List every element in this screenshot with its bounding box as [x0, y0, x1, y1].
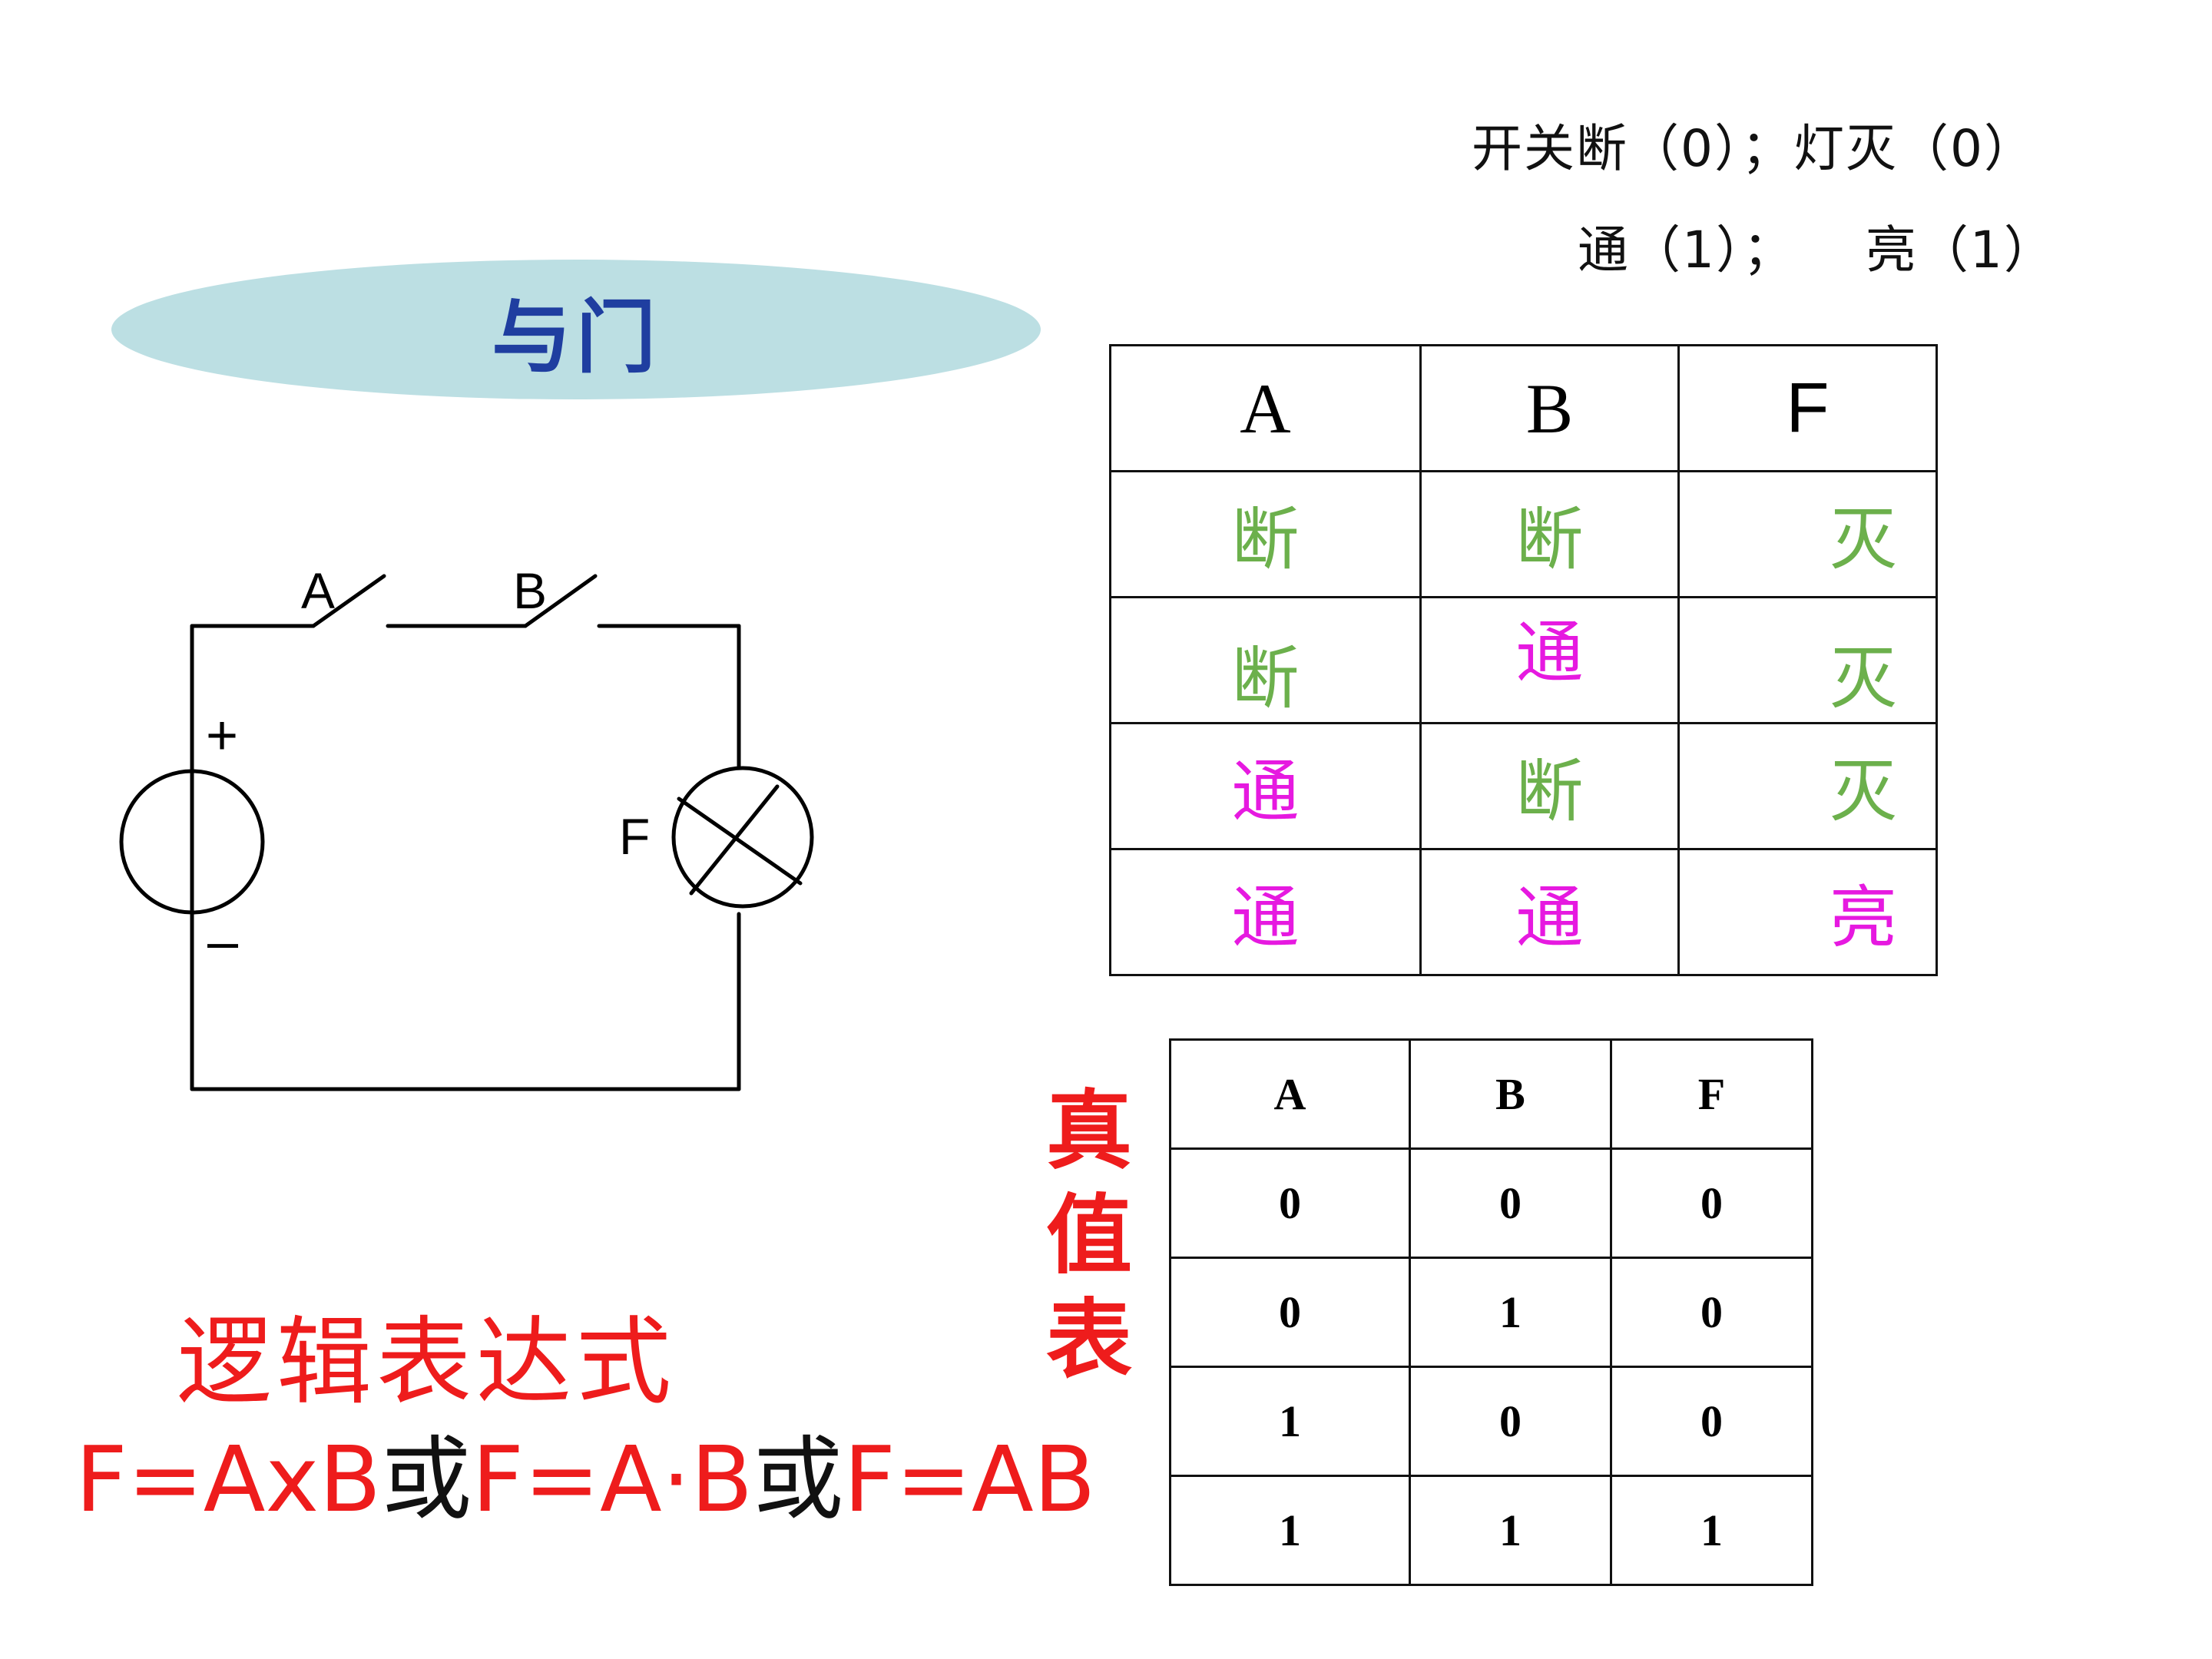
lamp-circle — [671, 766, 814, 909]
switch-a-label: A — [301, 562, 335, 619]
legend-line-1: 开关断（0）；灯灭（0） — [1472, 119, 2036, 178]
truth-header-f: F — [1610, 1038, 1813, 1150]
expression-or-1: 或 — [381, 1426, 472, 1532]
lamp-cross-1 — [677, 796, 803, 886]
legend-line-2: 通（1）； 亮（1） — [1578, 220, 2056, 280]
truth-cell: 0 — [1409, 1366, 1612, 1477]
truth-table-header: A B F — [1169, 1038, 1813, 1150]
truth-header-a: A — [1169, 1038, 1411, 1150]
truth-cell: 0 — [1169, 1147, 1411, 1259]
table-row: 0 1 0 — [1169, 1257, 1813, 1368]
expression-line: F=AxB或F=A·B或F=AB — [75, 1406, 1096, 1537]
state-header-b: B — [1419, 344, 1680, 472]
state-cell: 断 — [1109, 470, 1422, 598]
state-header-f: F — [1677, 344, 1938, 472]
state-cell: 通 — [1109, 848, 1422, 976]
state-cell: 通 — [1419, 848, 1680, 976]
truth-cell: 1 — [1169, 1366, 1411, 1477]
state-table: A B F 断 断 灭 断 通 灭 通 断 灭 通 通 亮 — [1109, 344, 1938, 976]
truth-cell: 0 — [1610, 1147, 1813, 1259]
table-row: 通 断 灭 — [1109, 722, 1938, 850]
switch-a-blade — [311, 574, 386, 628]
state-cell: 断 — [1419, 470, 1680, 598]
expression-part-2: F=A·B — [472, 1426, 753, 1532]
state-cell: 断 — [1109, 596, 1422, 724]
expression-part-3: F=AB — [843, 1426, 1096, 1532]
truth-cell: 0 — [1169, 1257, 1411, 1368]
truth-cell: 1 — [1169, 1475, 1411, 1586]
title-ellipse — [111, 260, 1041, 399]
state-table-header: A B F — [1109, 344, 1938, 472]
truth-cell: 0 — [1610, 1366, 1813, 1477]
switch-b-blade — [523, 574, 598, 628]
table-row: 1 0 0 — [1169, 1366, 1813, 1477]
state-cell: 断 — [1419, 722, 1680, 850]
expression-part-1: F=AxB — [75, 1426, 382, 1532]
table-row: 0 0 0 — [1169, 1147, 1813, 1259]
table-row: 1 1 1 — [1169, 1475, 1813, 1586]
truth-cell: 1 — [1610, 1475, 1813, 1586]
truth-table-label: 真 值 表 — [1043, 1079, 1135, 1392]
state-cell: 灭 — [1677, 470, 1938, 598]
state-cell: 通 — [1419, 596, 1680, 724]
expression-or-2: 或 — [753, 1426, 844, 1532]
state-cell: 亮 — [1677, 848, 1938, 976]
truth-cell: 1 — [1409, 1475, 1612, 1586]
expression-title: 逻辑表达式 — [177, 1307, 677, 1418]
lamp-cross-2 — [689, 784, 780, 896]
state-cell: 灭 — [1677, 722, 1938, 850]
table-row: 通 通 亮 — [1109, 848, 1938, 976]
page-title: 与门 — [491, 290, 661, 384]
truth-cell: 0 — [1409, 1147, 1612, 1259]
truth-label-char: 真 — [1046, 1081, 1132, 1181]
state-header-a: A — [1109, 344, 1422, 472]
truth-cell: 0 — [1610, 1257, 1813, 1368]
minus-label: – — [207, 911, 239, 972]
truth-header-b: B — [1409, 1038, 1612, 1150]
state-cell: 通 — [1109, 722, 1422, 850]
truth-table: A B F 0 0 0 0 1 0 1 0 0 1 1 1 — [1169, 1038, 1813, 1586]
truth-label-char: 表 — [1046, 1290, 1132, 1390]
truth-cell: 1 — [1409, 1257, 1612, 1368]
table-row: 断 通 灭 — [1109, 596, 1938, 724]
lamp-label: F — [619, 808, 650, 865]
plus-label: + — [206, 705, 238, 767]
table-row: 断 断 灭 — [1109, 470, 1938, 598]
switch-b-label: B — [513, 562, 547, 619]
state-cell: 灭 — [1677, 596, 1938, 724]
truth-label-char: 值 — [1046, 1186, 1132, 1286]
